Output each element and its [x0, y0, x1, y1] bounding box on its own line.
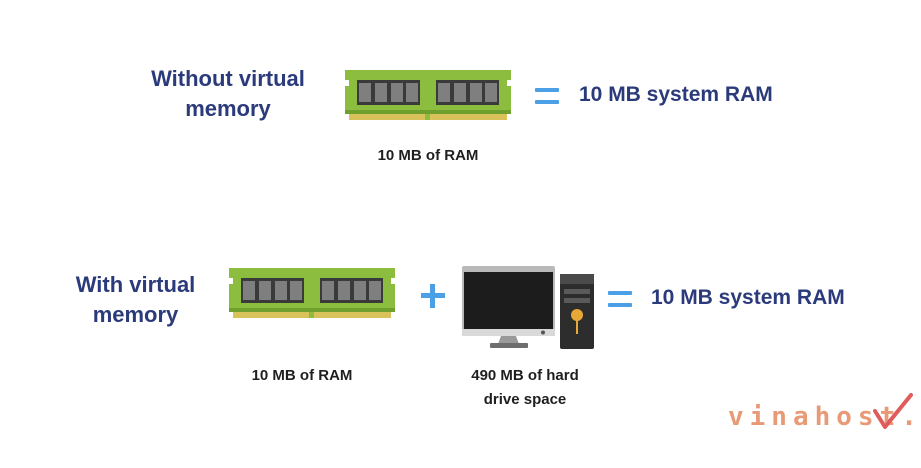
row2-hdd-caption: 490 MB of hard drive space	[448, 364, 602, 412]
ram-module-icon	[229, 268, 395, 318]
row2-ram-caption: 10 MB of RAM	[251, 367, 353, 384]
checkmark-icon	[873, 393, 913, 429]
row2-label: With virtual memory	[58, 270, 213, 330]
equals-icon	[535, 88, 559, 104]
row1-label: Without virtual memory	[138, 64, 318, 124]
row1-ram-caption: 10 MB of RAM	[377, 147, 479, 164]
desktop-computer-icon	[462, 266, 594, 349]
row1-label-line1: Without virtual	[151, 66, 305, 91]
hdd-caption-line2: drive space	[483, 391, 567, 408]
ram-module-icon	[345, 70, 511, 120]
row2-result: 10 MB system RAM	[651, 286, 845, 309]
equals-icon	[608, 291, 632, 307]
hdd-caption-line1: 490 MB of hard	[471, 367, 579, 384]
row2-label-line1: With virtual	[75, 272, 196, 297]
row1-label-line2: memory	[185, 96, 271, 121]
row2-label-line2: memory	[92, 302, 179, 327]
plus-icon	[421, 284, 445, 308]
row1-result: 10 MB system RAM	[579, 83, 773, 106]
